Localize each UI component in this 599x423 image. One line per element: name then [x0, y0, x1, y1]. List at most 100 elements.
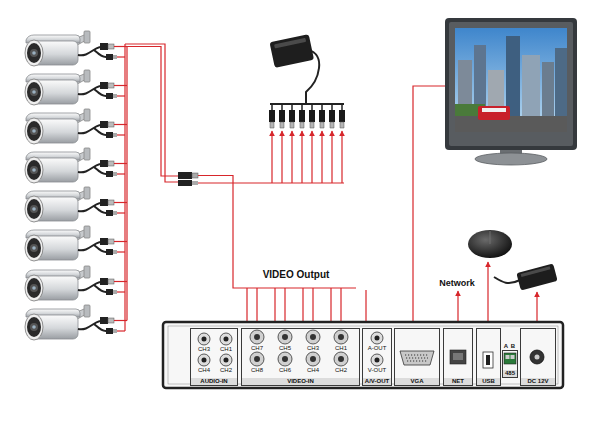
splitter-plug	[309, 110, 315, 122]
power-wire	[301, 131, 302, 183]
power-wire	[341, 131, 342, 183]
port-name: CH3	[198, 346, 210, 352]
section-label: VIDEO-IN	[242, 378, 359, 385]
section-label: VGA	[395, 378, 439, 385]
camera	[25, 31, 127, 66]
port-section: DC 12V	[520, 328, 556, 386]
splitter-tip	[270, 122, 344, 128]
dc-plug	[178, 180, 192, 186]
port-section: A/V-OUT	[362, 328, 392, 386]
vga-pins	[405, 355, 429, 361]
power-wire	[331, 131, 332, 183]
usb-port	[483, 352, 493, 368]
dc-jack	[530, 350, 544, 364]
rj45-port	[450, 350, 466, 364]
monitor-frame	[445, 18, 577, 150]
video-wire	[198, 176, 356, 289]
camera	[25, 70, 127, 105]
adapter-body	[516, 263, 557, 290]
screen-building	[555, 48, 567, 120]
port-name: CH3	[307, 345, 319, 351]
splitter-plug	[279, 110, 285, 122]
dc-tip	[192, 181, 198, 185]
port-name: CH7	[251, 345, 263, 351]
power-wire	[321, 131, 322, 183]
section-label: A/V-OUT	[363, 378, 391, 385]
screen-car-window	[482, 108, 506, 112]
camera	[25, 187, 127, 222]
port-name: B	[511, 343, 515, 349]
screen-building	[522, 55, 540, 120]
splitter-plug	[289, 110, 295, 122]
port-section: VGA	[394, 328, 440, 386]
camera	[25, 226, 127, 261]
screen-road	[455, 116, 567, 132]
screen-building	[542, 62, 554, 120]
splitter-plug	[329, 110, 335, 122]
power-adapter	[516, 263, 557, 290]
usb-tongue	[486, 355, 490, 365]
power-wire	[281, 131, 282, 183]
terminal-screw	[511, 355, 515, 359]
splitter-plug	[339, 110, 345, 122]
section-label: DC 12V	[521, 378, 555, 385]
power-adapter	[270, 34, 315, 68]
camera	[25, 305, 127, 340]
port-section: 485	[502, 350, 518, 378]
port-name: A	[504, 343, 508, 349]
adapter-body	[270, 34, 315, 68]
bnc-tip	[192, 173, 198, 178]
port-name: CH2	[220, 367, 232, 373]
terminal-screw	[506, 355, 510, 359]
camera	[25, 266, 127, 301]
port-name: CH5	[279, 345, 291, 351]
power-wire	[311, 131, 312, 183]
dvr-inner-edge	[168, 326, 558, 384]
video-bus	[126, 47, 127, 321]
callout-label: VIDEO Output	[263, 270, 330, 280]
section-label: NET	[444, 378, 472, 385]
screen-car	[478, 106, 510, 120]
port-name: CH6	[279, 367, 291, 373]
power-wire	[291, 131, 292, 183]
adapter-highlight	[521, 266, 551, 277]
port-section: NET	[443, 328, 473, 386]
power-wire	[271, 131, 272, 183]
port-name: CH4	[198, 367, 210, 373]
splitter-cable	[272, 104, 342, 110]
port-name: CH1	[335, 345, 347, 351]
section-label: USB	[477, 378, 500, 385]
port-name: CH1	[220, 346, 232, 352]
adapter-highlight	[274, 38, 306, 49]
bnc-center	[254, 334, 344, 362]
port-name: CH2	[335, 367, 347, 373]
port-section: AUDIO-IN	[190, 328, 238, 386]
rj45-contacts	[453, 353, 463, 360]
monitor-bezel	[449, 22, 573, 146]
section-label: AUDIO-IN	[191, 378, 237, 385]
port-name: CH4	[307, 367, 319, 373]
port-name: CH8	[251, 367, 263, 373]
dvr-panel	[163, 322, 563, 388]
monitor-base	[475, 153, 547, 165]
section-label: 485	[503, 370, 517, 377]
port-section: VIDEO-IN	[241, 328, 360, 386]
splitter-plug	[299, 110, 305, 122]
port-name: V-OUT	[368, 367, 386, 373]
port-section: USB	[476, 328, 501, 386]
vga-wire	[413, 86, 447, 350]
power-bus	[124, 44, 125, 331]
monitor-screen	[455, 28, 567, 132]
mouse-split	[490, 231, 491, 244]
splitter-plug	[319, 110, 325, 122]
splitter-plug	[269, 110, 275, 122]
dc-pin	[535, 355, 540, 360]
bnc-plug	[178, 172, 192, 179]
power-wire	[125, 44, 178, 182]
camera	[25, 109, 127, 144]
port-name: A-OUT	[368, 345, 387, 351]
